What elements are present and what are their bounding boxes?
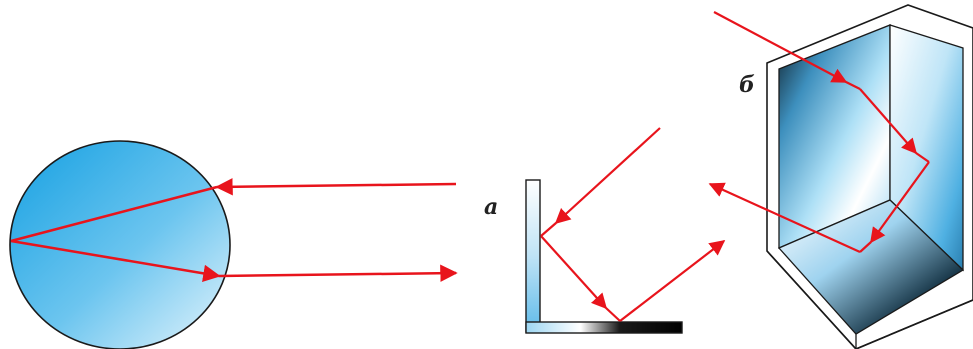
sphere-outgoing-ray [218,264,458,282]
vertical-mirror [525,179,541,333]
cube-ray-seg2 [859,88,918,155]
corner-ray-out [619,240,726,322]
panel-label-b: б [739,72,755,98]
corner-cube-3d: б [708,4,973,349]
cube-rim [766,250,973,349]
sphere-internal-ray-out [10,239,221,283]
cube-ray-seg4 [870,161,930,244]
sphere-group [9,140,458,349]
cube-floor [777,199,965,335]
cube-ray-seg1 [845,81,861,90]
cube-ray-out [708,182,861,254]
cube-ray-seg3 [915,152,930,163]
corner-ray-in [554,127,661,225]
corner-ray-seg2 [540,235,608,310]
panel-label-a: а [484,194,498,220]
sphere-incoming-ray [215,178,457,196]
cube-ray-seg5 [859,241,872,253]
sphere [9,140,231,349]
cube-ray-in [713,11,848,83]
corner-ray-seg3 [605,307,621,322]
sphere-internal-ray-in [10,185,218,243]
corner-mirror-2d: а [484,127,726,334]
corner-ray-seg1 [540,222,557,237]
horizontal-mirror [525,321,683,334]
